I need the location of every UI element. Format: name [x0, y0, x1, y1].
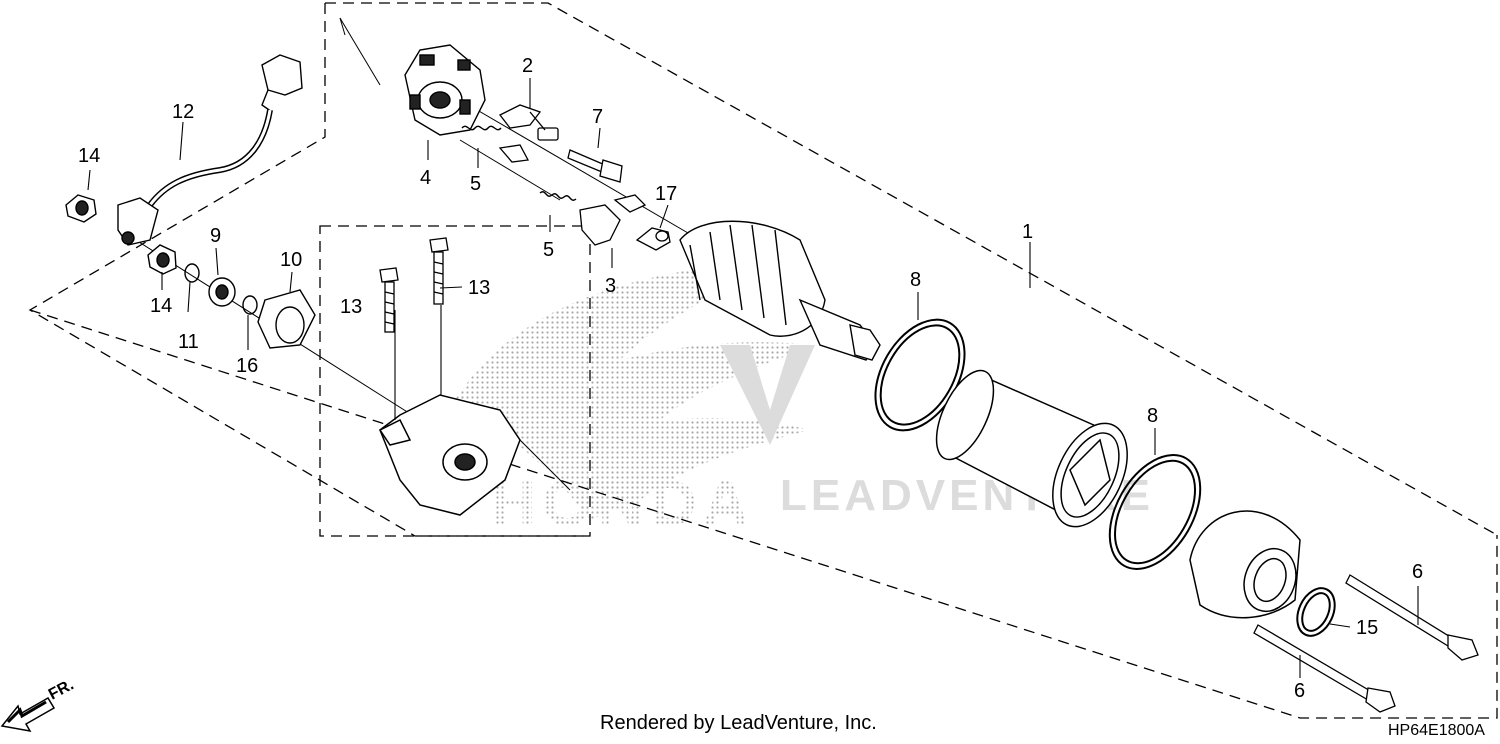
callout-1: 1 [1022, 221, 1033, 243]
front-cover [1189, 510, 1301, 619]
callout-16: 16 [236, 355, 258, 377]
washer-part-16 [242, 295, 258, 315]
assembly-outline [28, 2, 1498, 719]
cable-part-12 [117, 54, 303, 246]
spring-upper [461, 125, 502, 131]
callout-5-lower: 5 [543, 239, 554, 261]
brush-part-3 [579, 194, 647, 246]
brush-holder [404, 44, 486, 136]
nut-part-14-lower [147, 244, 177, 275]
nut-part-14-upper [65, 194, 97, 223]
callout-3: 3 [605, 275, 616, 297]
callout-4: 4 [420, 167, 431, 189]
callout-5-upper: 5 [470, 173, 481, 195]
callout-8-upper: 8 [910, 269, 921, 291]
callout-9: 9 [210, 225, 221, 247]
callout-15: 15 [1356, 617, 1378, 639]
o-ring-small [1296, 587, 1336, 637]
armature [679, 220, 881, 361]
bolt-13-left [379, 267, 399, 333]
callout-13-left: 13 [340, 296, 362, 318]
callout-7: 7 [592, 106, 603, 128]
collar-part-9 [208, 277, 236, 307]
callout-12: 12 [172, 101, 194, 123]
rear-cover [378, 394, 521, 516]
callout-11: 11 [178, 331, 199, 353]
through-bolt-lower [1253, 624, 1396, 713]
front-arrow: FR. [0, 676, 77, 733]
leader-lines [87, 78, 1419, 678]
callout-14-upper: 14 [78, 145, 100, 167]
bolt-part-7 [567, 149, 623, 183]
callout-6-upper: 6 [1412, 561, 1423, 583]
callout-6-lower: 6 [1294, 680, 1305, 702]
render-credit: Rendered by LeadVenture, Inc. [600, 712, 877, 734]
spring-lower [539, 191, 577, 201]
bushing-part-10 [257, 289, 316, 349]
callout-10: 10 [280, 249, 302, 271]
callout-labels: 1 2 3 4 5 5 6 6 7 8 8 9 10 11 12 13 13 1… [78, 55, 1423, 702]
callout-2: 2 [522, 55, 533, 77]
o-ring-lower [1108, 454, 1202, 570]
callout-13-right: 13 [468, 277, 490, 299]
screw-part-17 [635, 227, 671, 251]
callout-14-lower: 14 [150, 295, 172, 317]
callout-17: 17 [655, 183, 677, 205]
diagram-code: HP64E1800A [1388, 722, 1485, 739]
brush-part-2 [498, 104, 559, 163]
callout-8-lower: 8 [1147, 405, 1158, 427]
bolt-13-right [429, 237, 449, 305]
front-label: FR. [46, 676, 77, 703]
motor-case [935, 369, 1128, 528]
washer-part-11 [184, 263, 200, 283]
watermark-brand: HONDA [490, 467, 755, 539]
